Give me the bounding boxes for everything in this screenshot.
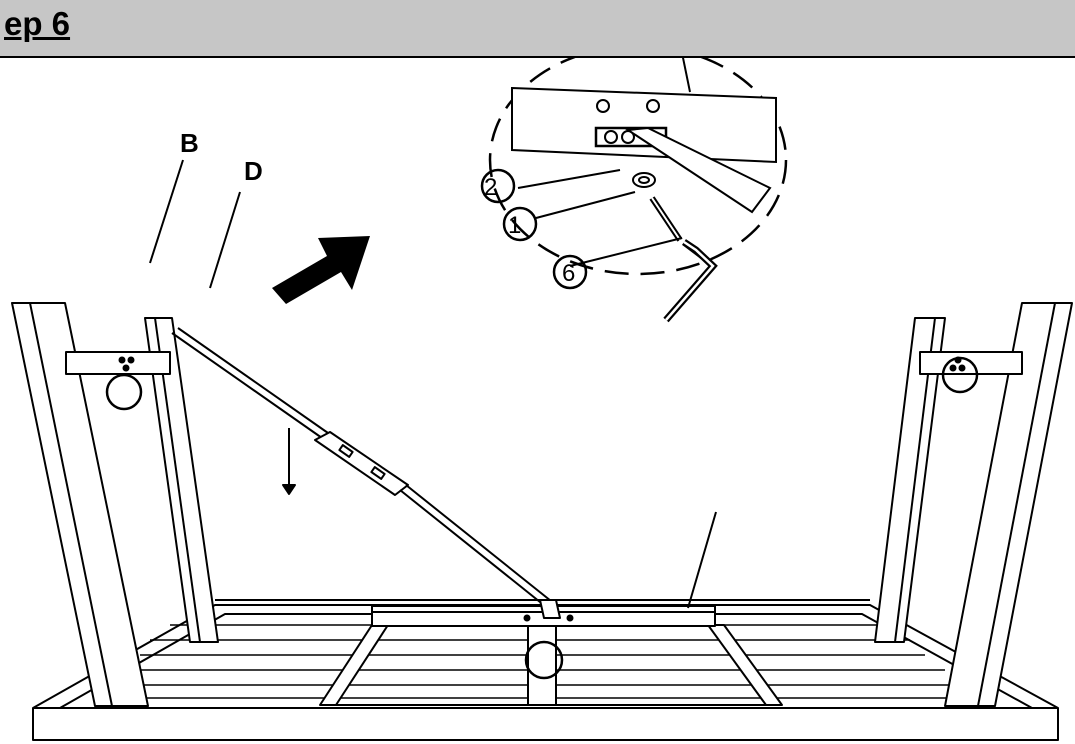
leg-bracket-left bbox=[65, 351, 171, 411]
leg-bracket-right bbox=[919, 351, 1023, 394]
leader-b bbox=[149, 159, 184, 264]
step-header: ep 6 bbox=[0, 0, 1075, 58]
callout-6: 6 bbox=[562, 260, 575, 287]
callout-1: 1 bbox=[508, 212, 521, 239]
leg-right-outer bbox=[944, 302, 1073, 707]
direction-arrow-icon bbox=[272, 236, 370, 304]
callout-2: 2 bbox=[484, 174, 497, 201]
center-lock-circle bbox=[524, 640, 564, 680]
leader-d bbox=[209, 191, 241, 289]
step-title: ep 6 bbox=[4, 5, 71, 42]
folding-brace bbox=[171, 327, 561, 619]
label-part-b: B bbox=[180, 128, 199, 158]
label-part-d: D bbox=[244, 156, 263, 186]
detail-magnifier bbox=[480, 58, 788, 323]
down-arrow-icon bbox=[282, 428, 296, 495]
leg-b-left bbox=[11, 302, 149, 707]
leader-rail bbox=[687, 511, 717, 609]
assembly-diagram: B D 2 1 6 bbox=[11, 58, 1073, 741]
